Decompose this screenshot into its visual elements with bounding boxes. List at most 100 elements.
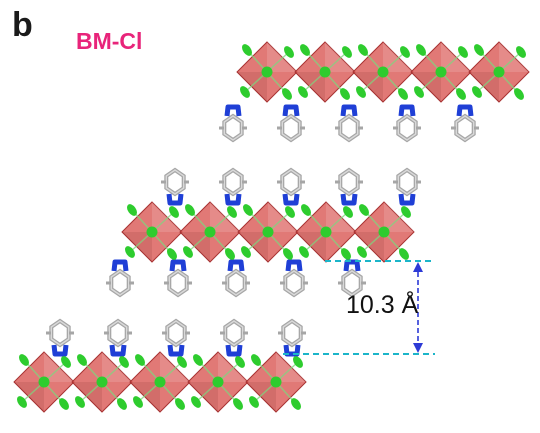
organic-cation [335, 167, 363, 206]
halide-atom [357, 246, 367, 258]
halide-atom [240, 86, 250, 98]
halide-atom [146, 226, 158, 238]
organic-cation [335, 104, 363, 143]
halide-atom [291, 398, 301, 410]
halide-atom [270, 376, 282, 388]
halide-atom [125, 246, 135, 258]
organic-cation [161, 167, 189, 206]
halide-atom [225, 248, 235, 260]
organic-cation [219, 104, 247, 143]
halide-atom [191, 396, 201, 408]
metal-halide-octahedron [236, 41, 298, 103]
organic-cation [219, 167, 247, 206]
halide-atom [298, 86, 308, 98]
metal-halide-octahedron [121, 201, 183, 263]
metal-halide-octahedron [13, 351, 75, 413]
halide-atom [474, 44, 484, 56]
metal-halide-octahedron [468, 41, 530, 103]
halide-atom [356, 86, 366, 98]
halide-atom [119, 356, 129, 368]
halide-atom [96, 376, 108, 388]
halide-atom [38, 376, 50, 388]
halide-atom [299, 246, 309, 258]
interlayer-distance-dimension [283, 260, 435, 355]
compound-label: BM-Cl [76, 28, 143, 54]
halide-atom [183, 246, 193, 258]
interlayer-distance-label: 10.3 Å [346, 291, 419, 319]
organic-cation [277, 167, 305, 206]
organic-cation [278, 318, 306, 357]
halide-atom [399, 248, 409, 260]
halide-atom [343, 206, 353, 218]
halide-atom [262, 226, 274, 238]
metal-halide-octahedron [187, 351, 249, 413]
halide-atom [516, 46, 526, 58]
metal-halide-octahedron [71, 351, 133, 413]
halide-atom [319, 66, 331, 78]
organic-cation [222, 259, 250, 298]
organic-cation [277, 104, 305, 143]
halide-atom [251, 354, 261, 366]
halide-atom [398, 88, 408, 100]
halide-atom [414, 86, 424, 98]
halide-atom [377, 66, 389, 78]
halide-atom [193, 354, 203, 366]
halide-atom [342, 46, 352, 58]
halide-atom [249, 396, 259, 408]
inorganic-octahedra-layer [13, 41, 530, 413]
halide-atom [282, 88, 292, 100]
halide-atom [167, 248, 177, 260]
halide-atom [212, 376, 224, 388]
metal-halide-octahedron [237, 201, 299, 263]
halide-atom [241, 246, 251, 258]
metal-halide-octahedron [410, 41, 472, 103]
halide-atom [227, 206, 237, 218]
halide-atom [127, 204, 137, 216]
metal-halide-octahedron [295, 201, 357, 263]
panel-label: b [12, 6, 33, 44]
halide-atom [400, 46, 410, 58]
organic-cation [104, 318, 132, 357]
halide-atom [135, 354, 145, 366]
halide-atom [514, 88, 524, 100]
halide-atom [283, 248, 293, 260]
halide-atom [175, 398, 185, 410]
halide-atom [59, 398, 69, 410]
halide-atom [117, 398, 127, 410]
organic-cation-layer [46, 104, 479, 357]
halide-atom [233, 398, 243, 410]
organic-cation [393, 104, 421, 143]
metal-halide-octahedron [352, 41, 414, 103]
organic-cation [164, 259, 192, 298]
metal-halide-octahedron [179, 201, 241, 263]
organic-cation [106, 259, 134, 298]
metal-halide-octahedron [353, 201, 415, 263]
halide-atom [416, 44, 426, 56]
halide-atom [235, 356, 245, 368]
halide-atom [19, 354, 29, 366]
organic-cation [162, 318, 190, 357]
halide-atom [154, 376, 166, 388]
halide-atom [133, 396, 143, 408]
halide-atom [359, 204, 369, 216]
halide-atom [493, 66, 505, 78]
organic-cation [393, 167, 421, 206]
halide-atom [301, 204, 311, 216]
metal-halide-octahedron [129, 351, 191, 413]
halide-atom [435, 66, 447, 78]
organic-cation [338, 259, 366, 298]
halide-atom [185, 204, 195, 216]
halide-atom [285, 206, 295, 218]
halide-atom [177, 356, 187, 368]
halide-atom [242, 44, 252, 56]
organic-cation [46, 318, 74, 357]
halide-atom [472, 86, 482, 98]
halide-atom [17, 396, 27, 408]
halide-atom [458, 46, 468, 58]
halide-atom [77, 354, 87, 366]
metal-halide-octahedron [294, 41, 356, 103]
dimension-arrowhead-down [413, 343, 423, 353]
halide-atom [358, 44, 368, 56]
halide-atom [61, 356, 71, 368]
